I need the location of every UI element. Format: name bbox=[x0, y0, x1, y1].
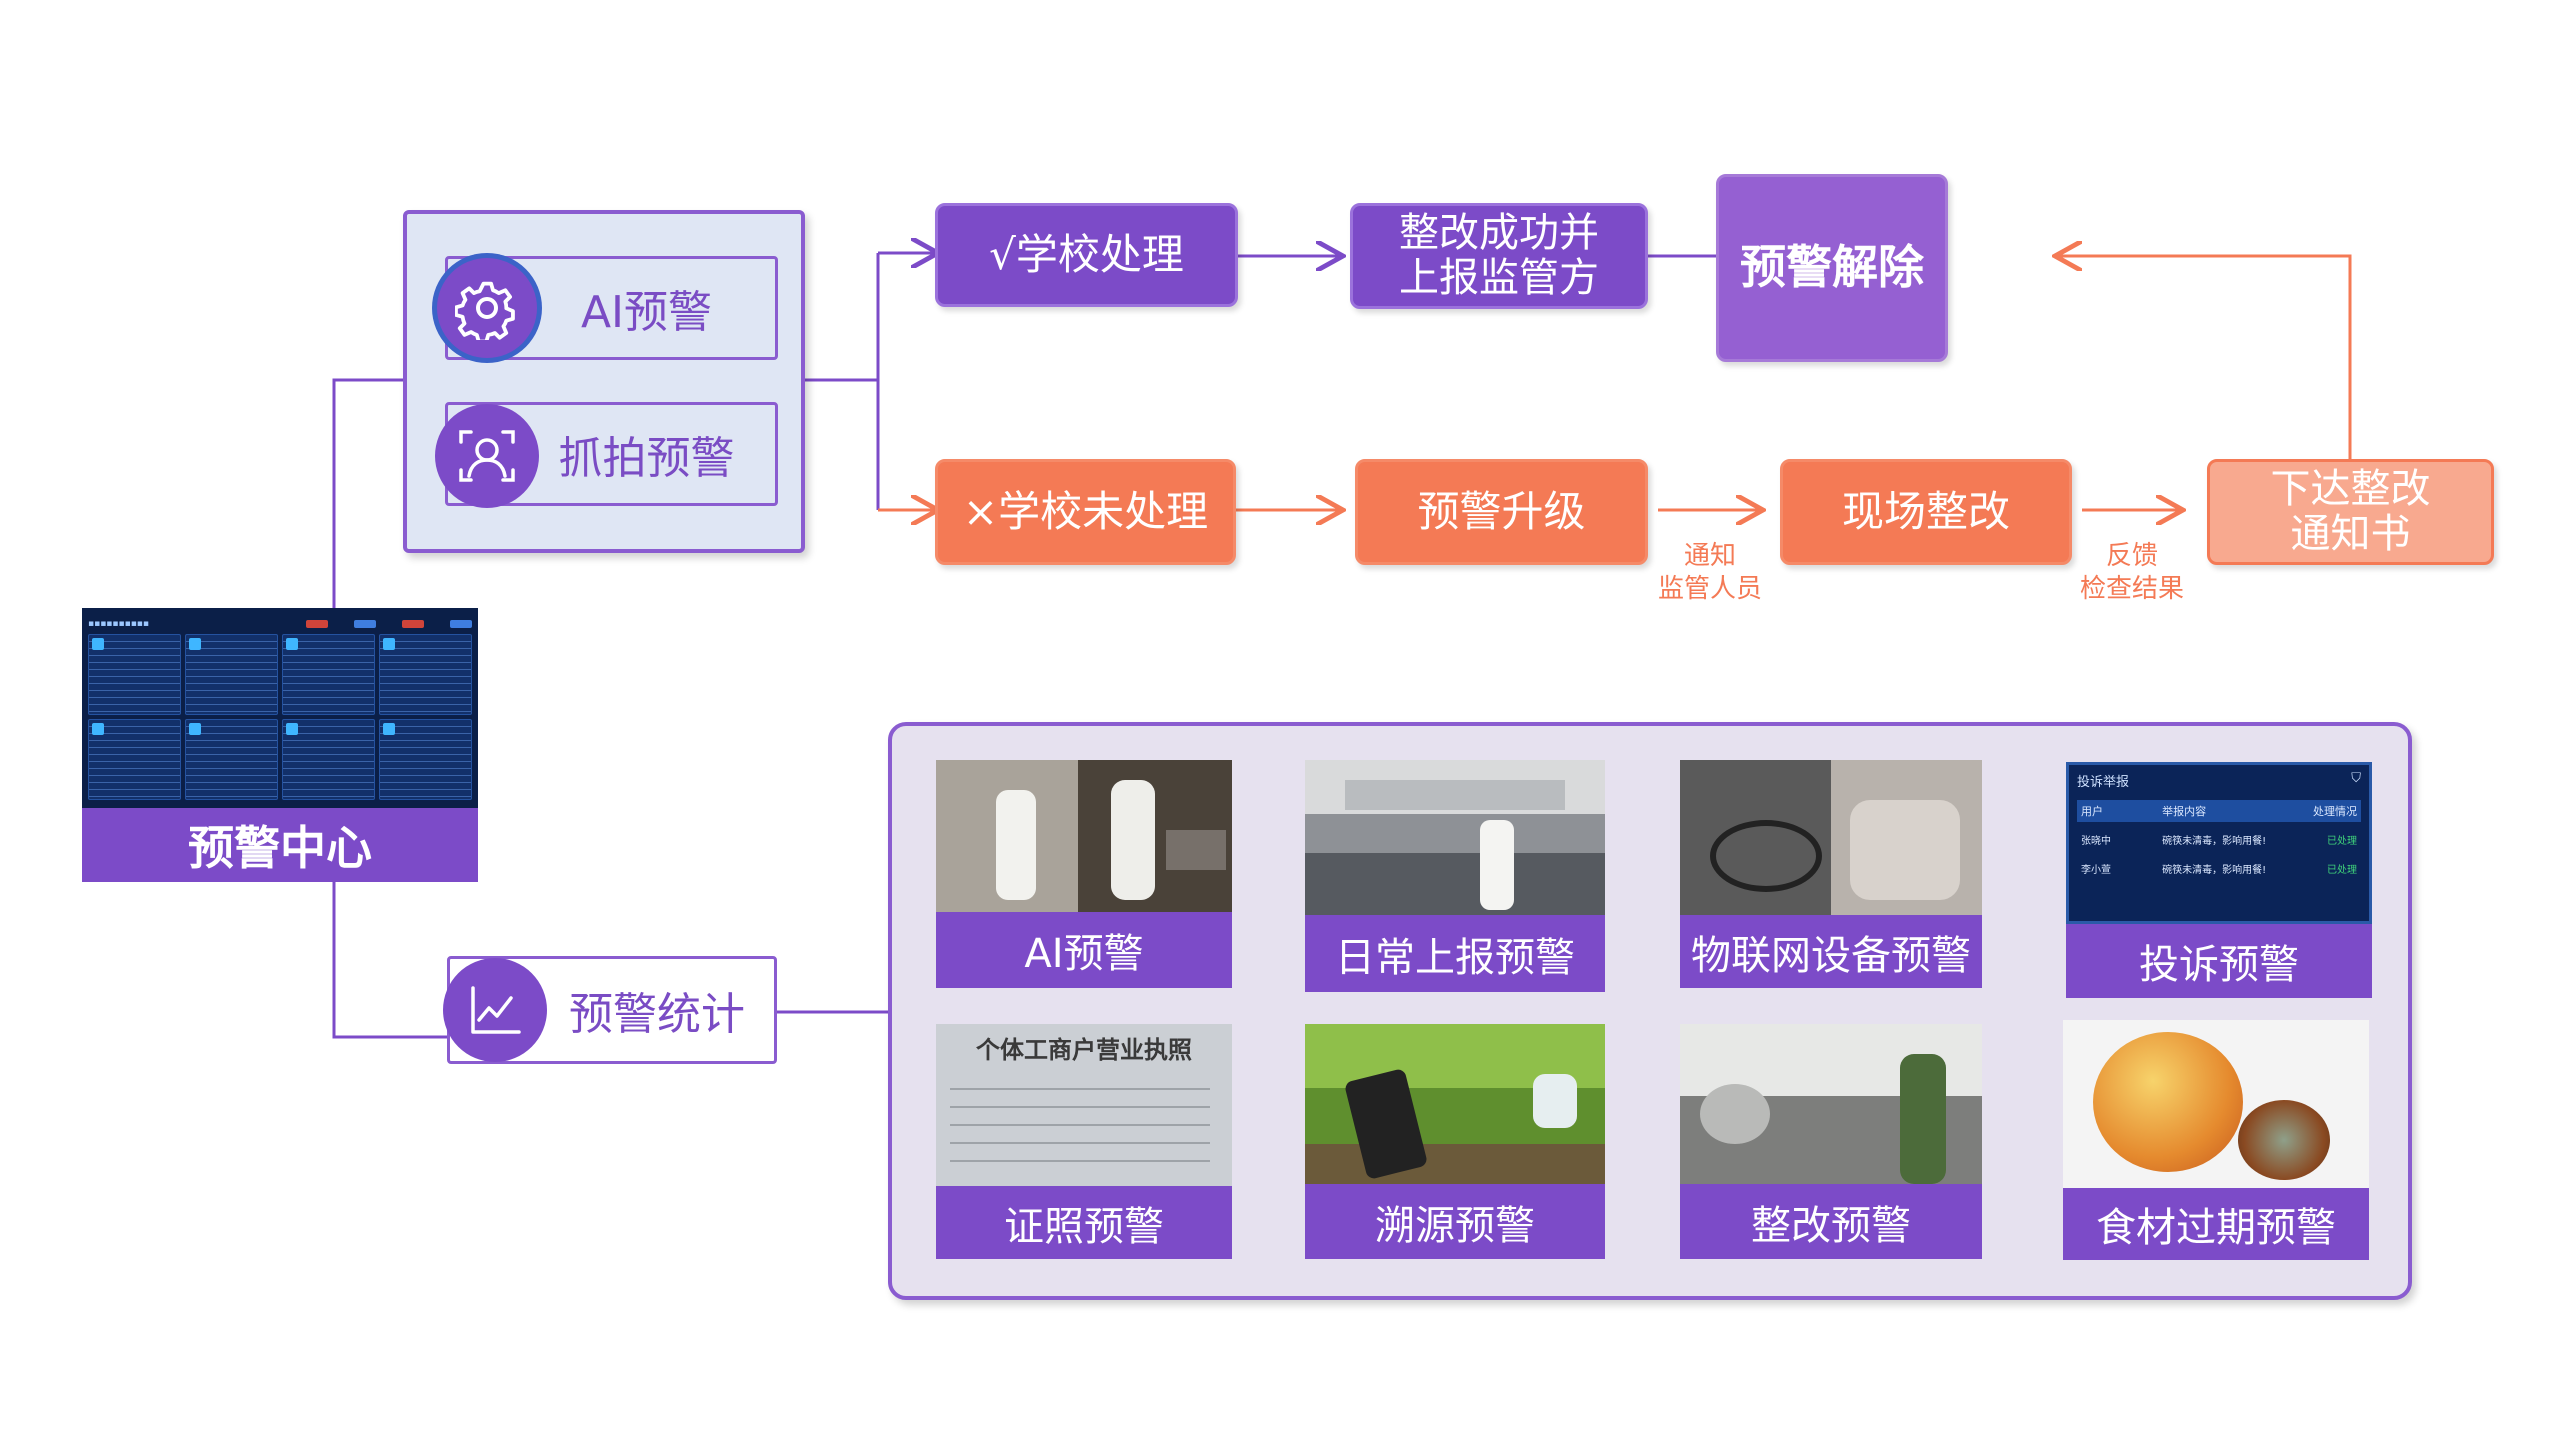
gallery-tile-license[interactable]: 个体工商户营业执照 证照预警 bbox=[936, 1024, 1232, 1259]
kitchen-camera-photo bbox=[936, 760, 1232, 912]
rectify-notice-line-2: 通知书 bbox=[2290, 511, 2411, 557]
gallery-tile-complaint[interactable]: 投诉举报 ⛉ 用户 举报内容 处理情况 张晓中 碗筷未清毒，影响用餐! 已处理 … bbox=[2066, 762, 2372, 998]
trend-chart-icon bbox=[443, 958, 547, 1062]
alert-escalation-label: 预警升级 bbox=[1417, 487, 1586, 537]
onsite-rectify-box[interactable]: 现场整改 bbox=[1780, 459, 2072, 565]
onsite-rectify-label: 现场整改 bbox=[1841, 487, 2010, 537]
school-unhandled-box[interactable]: ×学校未处理 bbox=[935, 459, 1236, 565]
gallery-tile-iot[interactable]: 物联网设备预警 bbox=[1680, 760, 1982, 988]
complaint-header-status: 处理情况 bbox=[2312, 805, 2357, 818]
rectify-notice-box[interactable]: 下达整改 通知书 bbox=[2207, 459, 2494, 565]
complaint-table-title: 投诉举报 bbox=[2077, 775, 2130, 790]
rotten-apple-photo bbox=[2063, 1020, 2369, 1188]
report-success-line-2: 上报监管方 bbox=[1399, 255, 1599, 301]
school-handled-box[interactable]: √学校处理 bbox=[935, 203, 1238, 307]
complaint-header-content: 举报内容 bbox=[2162, 805, 2207, 818]
gallery-label-expired-food: 食材过期预警 bbox=[2063, 1188, 2369, 1260]
alert-center-label[interactable]: 预警中心 bbox=[82, 808, 478, 882]
alert-statistics-label: 预警统计 bbox=[569, 989, 745, 1040]
school-unhandled-label: ×学校未处理 bbox=[962, 487, 1209, 537]
gallery-label-daily-report: 日常上报预警 bbox=[1305, 915, 1605, 992]
shield-icon: ⛉ bbox=[2351, 771, 2361, 786]
gallery-label-license: 证照预警 bbox=[936, 1186, 1232, 1259]
gallery-label-rectification: 整改预警 bbox=[1680, 1184, 1982, 1259]
gallery-tile-ai[interactable]: AI预警 bbox=[936, 760, 1232, 988]
alert-cleared-label: 预警解除 bbox=[1740, 240, 1924, 295]
complaint-header-user: 用户 bbox=[2081, 805, 2103, 818]
corn-field-photo bbox=[1305, 1024, 1605, 1184]
alert-cleared-box[interactable]: 预警解除 bbox=[1716, 174, 1948, 362]
gallery-label-complaint: 投诉预警 bbox=[2066, 924, 2372, 998]
report-success-box[interactable]: 整改成功并 上报监管方 bbox=[1350, 203, 1648, 309]
gallery-label-traceability: 溯源预警 bbox=[1305, 1184, 1605, 1259]
gallery-label-iot: 物联网设备预警 bbox=[1680, 915, 1982, 988]
face-scan-icon bbox=[435, 404, 539, 508]
gallery-label-ai: AI预警 bbox=[936, 912, 1232, 988]
table-row: 李小萱 碗筷未清毒，影响用餐! 已处理 bbox=[2081, 865, 2357, 876]
rectify-notice-line-1: 下达整改 bbox=[2270, 466, 2431, 513]
gallery-tile-daily-report[interactable]: 日常上报预警 bbox=[1305, 760, 1605, 992]
dashboard-screenshot: ▪▪▪▪▪▪▪▪▪▪ bbox=[82, 608, 478, 808]
ai-alert-label: AI预警 bbox=[580, 287, 713, 338]
gallery-tile-rectification[interactable]: 整改预警 bbox=[1680, 1024, 1982, 1259]
gear-icon bbox=[437, 258, 537, 358]
gas-stove-photo bbox=[1680, 760, 1982, 915]
table-row: 张晓中 碗筷未清毒，影响用餐! 已处理 bbox=[2081, 836, 2357, 847]
inspector-kitchen-photo bbox=[1680, 1024, 1982, 1184]
gallery-tile-traceability[interactable]: 溯源预警 bbox=[1305, 1024, 1605, 1259]
license-title: 个体工商户营业执照 bbox=[976, 1035, 1192, 1064]
business-license-photo: 个体工商户营业执照 bbox=[936, 1024, 1232, 1186]
snapshot-alert-label: 抓拍预警 bbox=[558, 433, 735, 484]
feedback-result-label: 反馈 检查结果 bbox=[2079, 541, 2184, 604]
notify-staff-label: 通知 监管人员 bbox=[1657, 541, 1762, 604]
gallery-tile-expired-food[interactable]: 食材过期预警 bbox=[2063, 1020, 2369, 1260]
alert-escalation-box[interactable]: 预警升级 bbox=[1355, 459, 1648, 565]
report-success-line-1: 整改成功并 bbox=[1399, 210, 1599, 257]
kitchen-chef-photo bbox=[1305, 760, 1605, 915]
school-handled-label: √学校处理 bbox=[989, 230, 1184, 280]
complaint-table-screen: 投诉举报 ⛉ 用户 举报内容 处理情况 张晓中 碗筷未清毒，影响用餐! 已处理 … bbox=[2066, 762, 2372, 924]
